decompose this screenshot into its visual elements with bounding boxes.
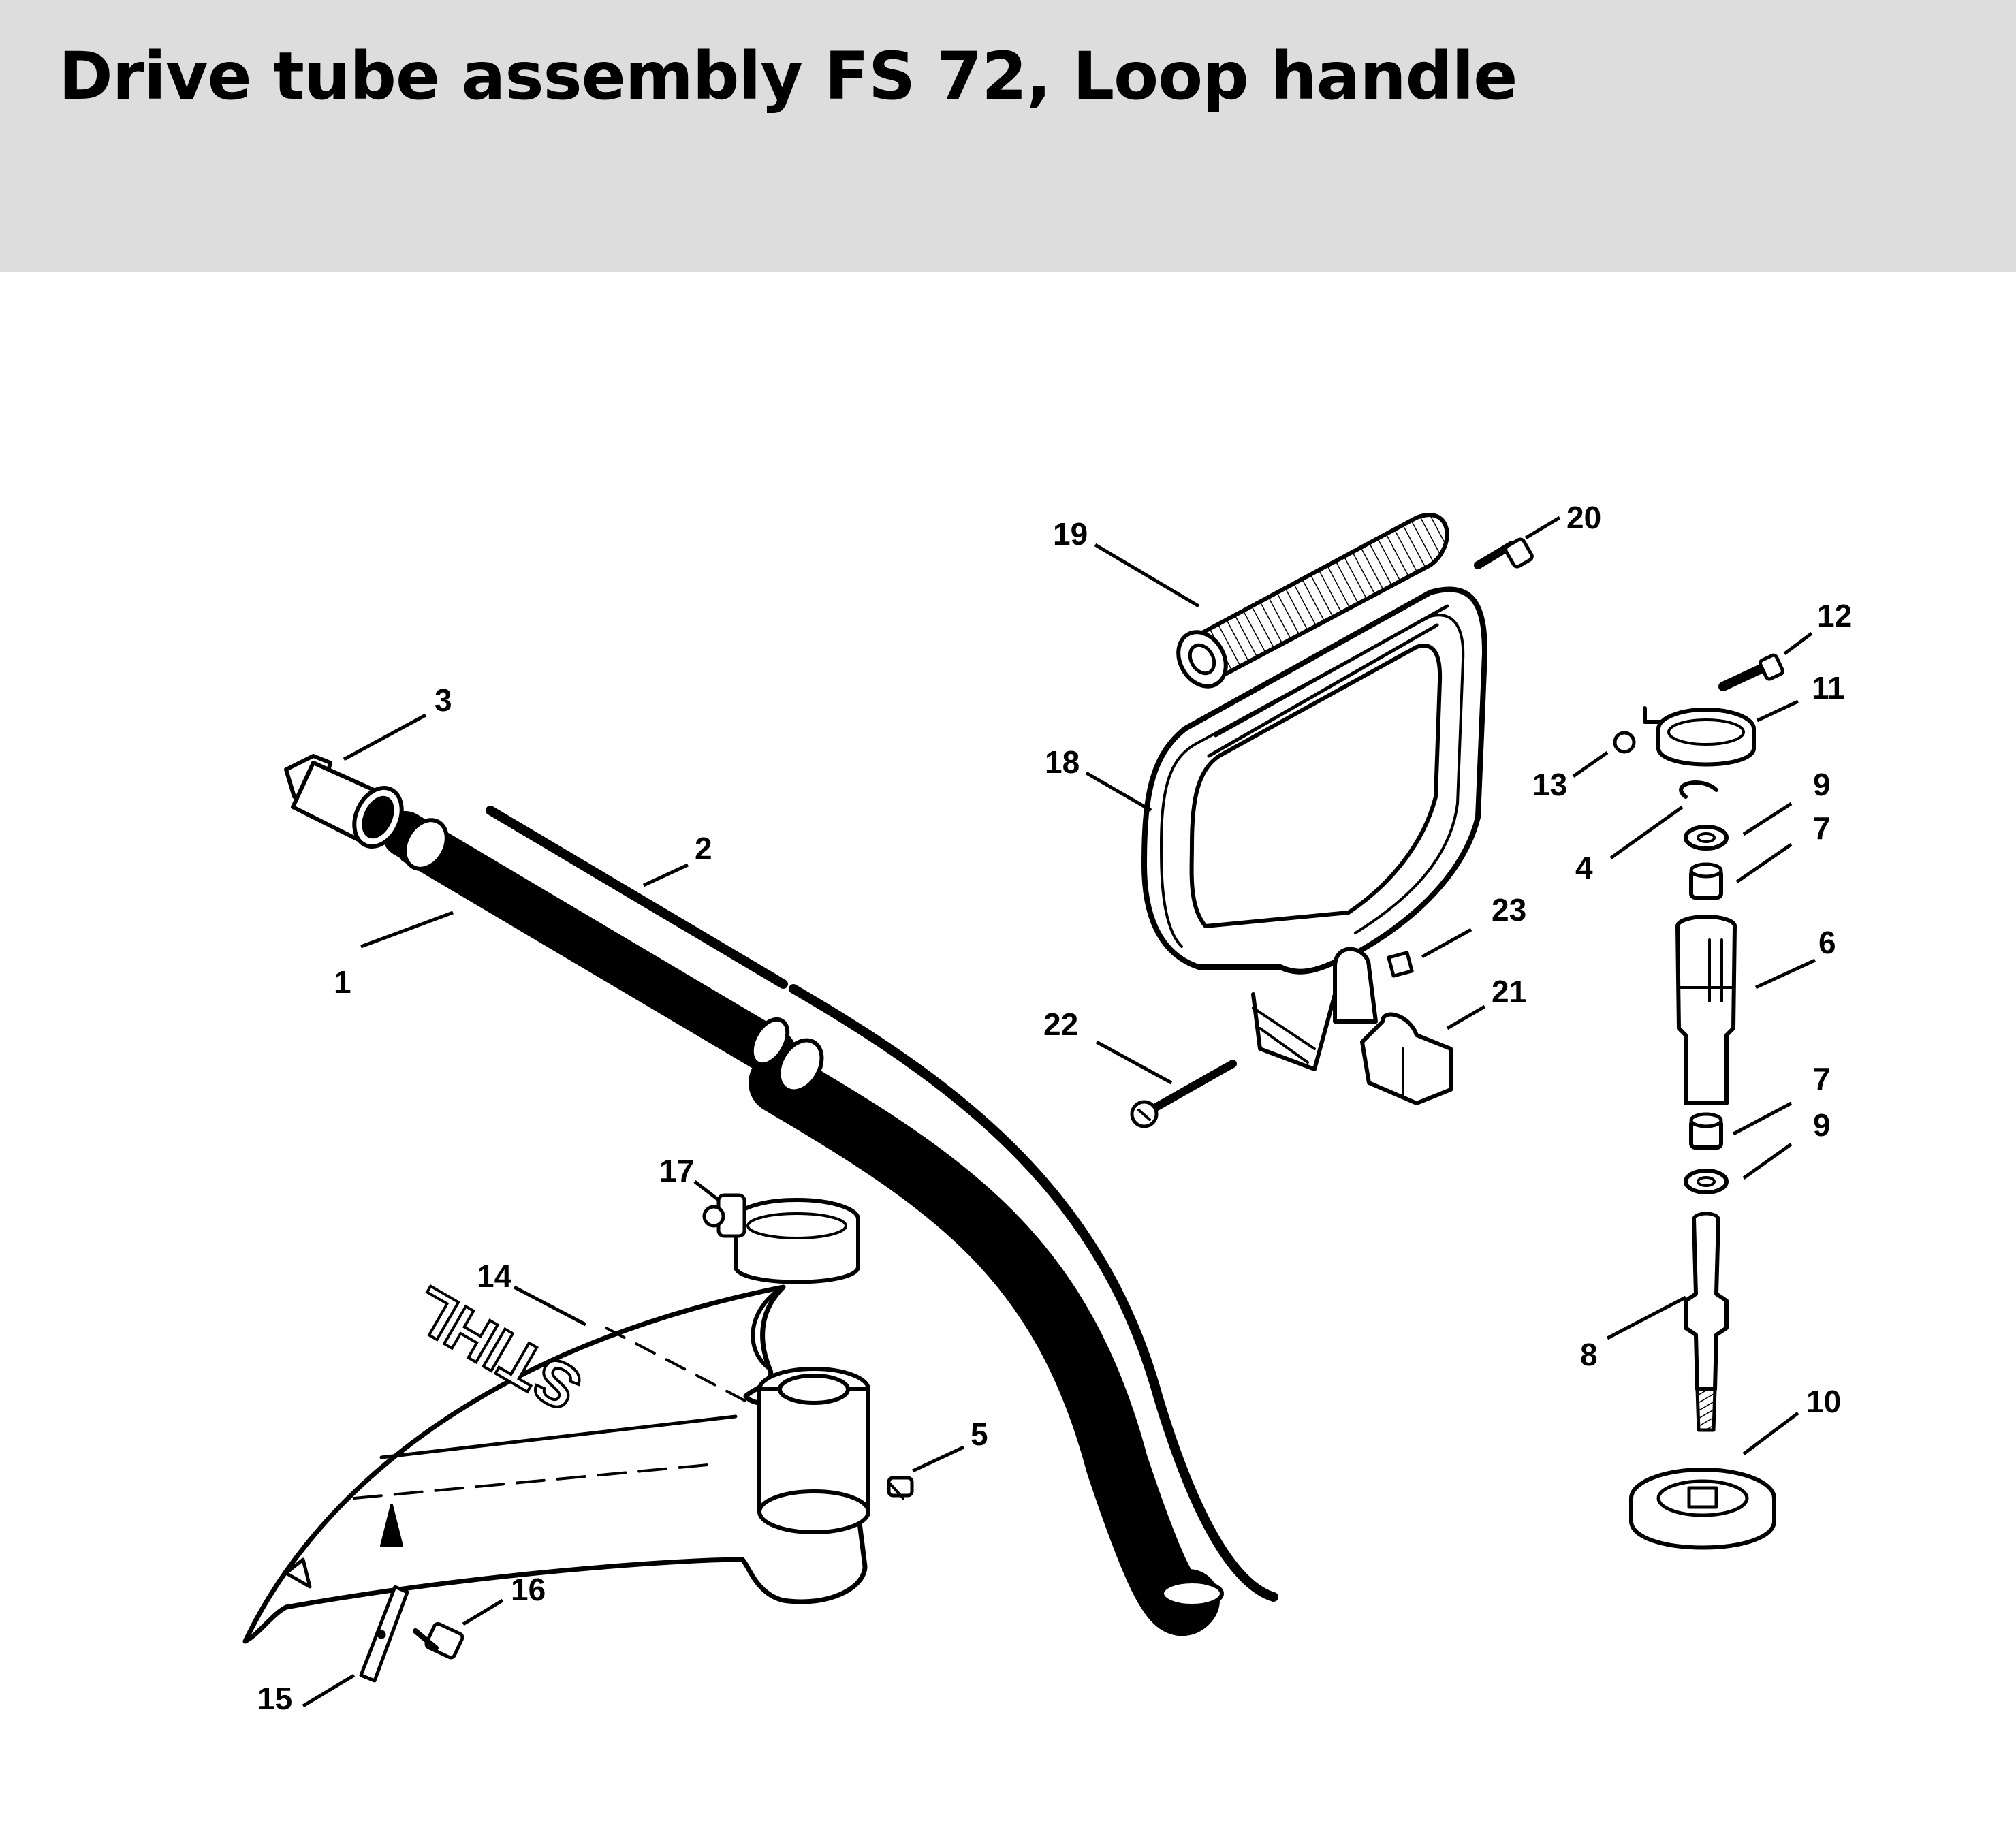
loop-handle: [1141, 586, 1487, 1071]
callout-16: 16: [511, 1572, 546, 1607]
line-limiter-blade: [359, 1585, 409, 1683]
deflector-guard: STIHL: [242, 1272, 870, 1644]
drive-tube: [382, 811, 1224, 1636]
handle-grip: [1176, 513, 1449, 688]
drive-shaft-spindle: [1684, 1212, 1729, 1432]
callout-23: 23: [1492, 892, 1526, 928]
callout-19: 19: [1053, 516, 1088, 552]
callout-12: 12: [1817, 598, 1852, 633]
callout-8: 8: [1580, 1337, 1598, 1372]
callout-1: 1: [334, 964, 351, 1000]
callout-7a: 7: [1813, 810, 1831, 846]
callout-21: 21: [1492, 974, 1526, 1009]
guard-screw: [887, 1476, 914, 1500]
square-nut: [1387, 951, 1414, 978]
callout-22: 22: [1043, 1007, 1078, 1042]
bearing-tube: [1675, 915, 1737, 1105]
snap-ring: [1679, 780, 1718, 799]
hex-nut: [1613, 731, 1636, 754]
callout-9a: 9: [1813, 767, 1831, 802]
leader-lines: [302, 516, 1816, 1708]
callout-4: 4: [1575, 850, 1593, 885]
callout-9b: 9: [1813, 1107, 1831, 1143]
callout-6: 6: [1818, 925, 1836, 960]
blade-screw: [413, 1621, 464, 1660]
callout-18: 18: [1045, 744, 1080, 780]
grip-screw: [1474, 537, 1534, 569]
tube-end-cap: [284, 754, 404, 849]
bushing-top: [1689, 862, 1723, 900]
callout-10: 10: [1806, 1384, 1841, 1419]
hose-clamp: [702, 1193, 860, 1284]
header-band: Drive tube assembly FS 72, Loop handle: [0, 0, 2016, 272]
handle-bolt: [1130, 1060, 1237, 1128]
thrust-plate: [1629, 1468, 1776, 1550]
callout-20: 20: [1566, 500, 1601, 535]
callout-14: 14: [477, 1259, 512, 1294]
washer-bottom: [1684, 1169, 1729, 1194]
callout-labels: 1 2 3 4 5 6 7 7 8 9 9 10 11 12 13 14 15 …: [257, 500, 1852, 1716]
callout-15: 15: [257, 1681, 292, 1716]
bushing-bottom: [1689, 1112, 1723, 1150]
callout-5: 5: [971, 1416, 988, 1452]
callout-13: 13: [1532, 767, 1567, 802]
clamp-screw: [1718, 653, 1784, 691]
callout-2: 2: [695, 831, 712, 866]
callout-17: 17: [659, 1153, 694, 1188]
drive-shaft: [486, 806, 1278, 1602]
tube-clamp: [1643, 706, 1756, 767]
callout-11: 11: [1812, 670, 1845, 706]
callout-3: 3: [435, 682, 452, 718]
washer-top: [1684, 825, 1729, 851]
callout-7b: 7: [1813, 1061, 1831, 1096]
handle-clamp-half: [1360, 1012, 1453, 1105]
page-title: Drive tube assembly FS 72, Loop handle: [59, 38, 1517, 114]
